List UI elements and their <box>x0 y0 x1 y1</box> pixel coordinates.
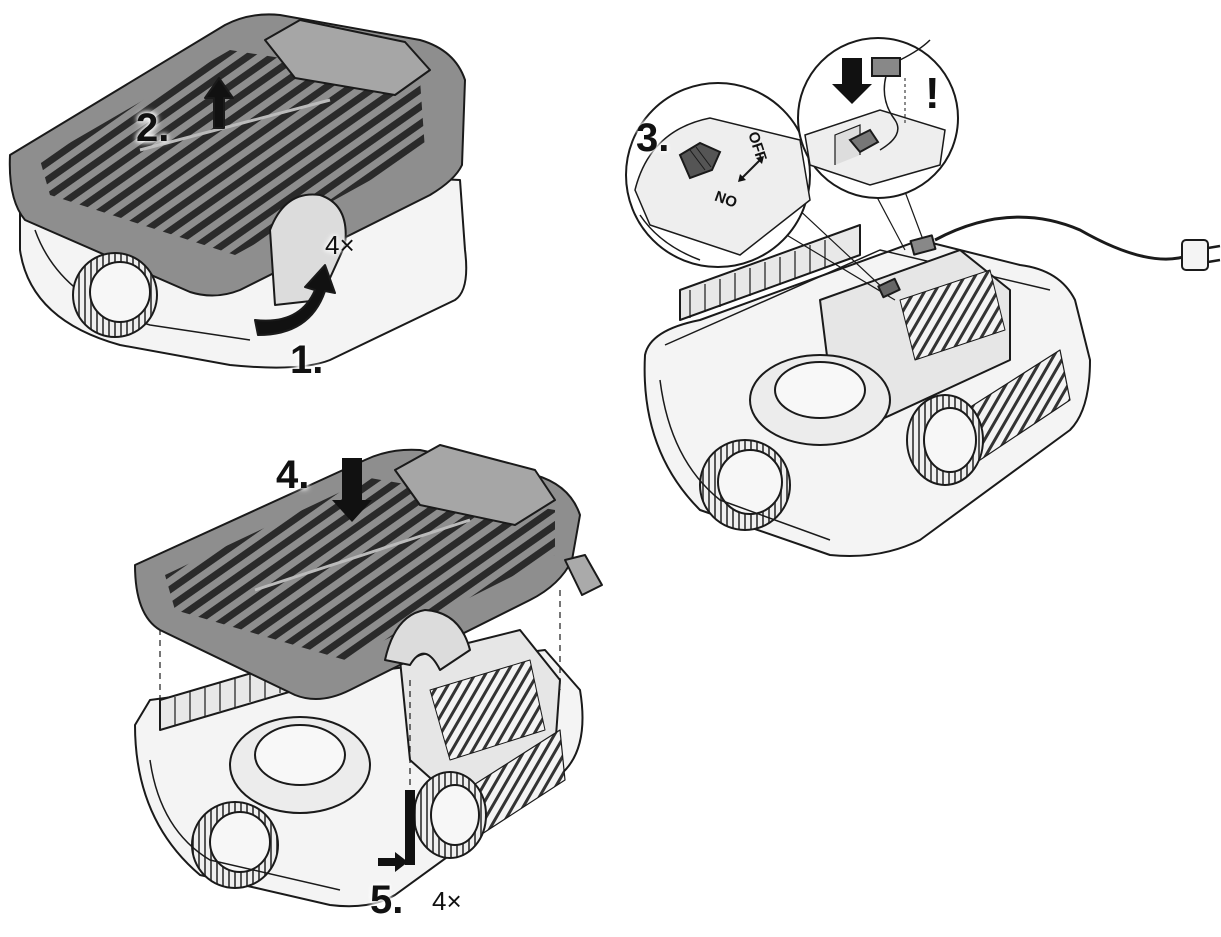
lock-bar-icon <box>405 790 415 865</box>
switch-arrow-icon <box>741 159 761 179</box>
power-plug-icon <box>1181 239 1221 271</box>
step-4-5-pump-assembly <box>134 444 603 908</box>
power-cable <box>934 215 1191 261</box>
step-3-open-pump <box>643 149 1221 557</box>
side-latch <box>564 554 603 596</box>
step-4-label: 4. <box>276 453 310 497</box>
step-1-label: 1. <box>290 338 324 382</box>
rotate-count-label: 4× <box>325 230 355 260</box>
cable-clamp <box>871 57 901 77</box>
rotate-arrow-icon <box>254 264 336 336</box>
press-down-arrow-icon <box>832 58 872 104</box>
cable-clamp-detail-callout <box>797 37 959 199</box>
warning-mark: ! <box>925 69 940 118</box>
power-switch <box>678 141 722 180</box>
clip-arch <box>384 609 471 671</box>
switch-detail-callout <box>625 82 811 268</box>
press-cover-arrow-icon <box>332 458 372 522</box>
step-2-label: 2. <box>136 106 170 150</box>
push-arrow-icon <box>378 852 408 872</box>
step-3-label: 3. <box>636 116 670 160</box>
cover-handle-tab <box>264 19 431 96</box>
lift-arrow-icon <box>204 77 234 129</box>
step-5-label: 5. <box>370 878 404 922</box>
clamp-cable <box>879 75 899 151</box>
lock-count-label: 4× <box>432 886 462 916</box>
step-1-2-pump-closed <box>8 13 468 369</box>
cover-handle-tab-bottom <box>394 444 556 526</box>
